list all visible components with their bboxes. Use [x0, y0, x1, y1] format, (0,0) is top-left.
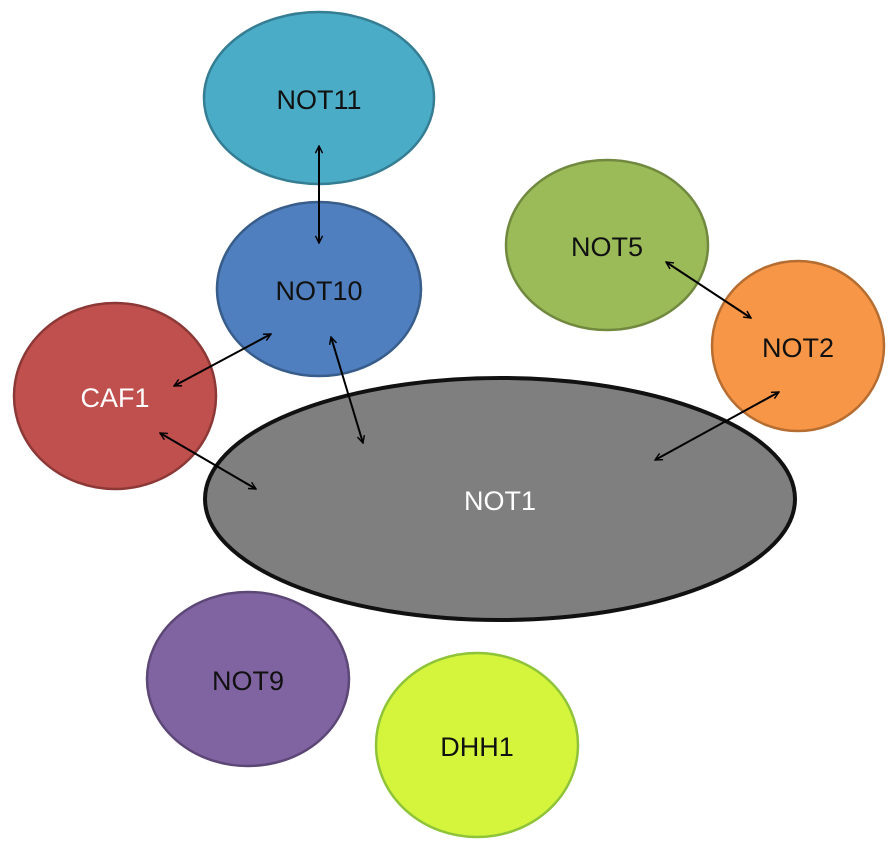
node-dhh1: DHH1 — [374, 651, 580, 839]
node-dhh1-shape — [374, 651, 580, 839]
node-not5: NOT5 — [504, 158, 710, 332]
node-caf1: CAF1 — [12, 301, 218, 491]
node-not9-label: NOT9 — [212, 666, 284, 696]
edges — [160, 146, 779, 490]
node-caf1-label: CAF1 — [80, 383, 149, 413]
node-not10-label: NOT10 — [275, 276, 362, 306]
node-not1: NOT1 — [203, 376, 797, 622]
node-not2-label: NOT2 — [762, 333, 834, 363]
node-not2-shape — [710, 259, 886, 433]
arrow-caf1-not1 — [160, 432, 256, 490]
node-not9: NOT9 — [145, 590, 351, 768]
node-not2: NOT2 — [710, 259, 886, 433]
node-not9-shape — [145, 590, 351, 768]
arrow-not10-not1 — [331, 337, 363, 443]
node-not11-label: NOT11 — [276, 85, 361, 115]
node-dhh1-label: DHH1 — [440, 732, 514, 762]
arrow-not5-not2 — [666, 262, 751, 318]
node-not11: NOT11 — [202, 10, 436, 186]
node-not1-label: NOT1 — [464, 486, 536, 516]
arrow-not2-not1 — [655, 391, 779, 461]
node-not5-shape — [504, 158, 710, 332]
arrow-not10-caf1 — [174, 333, 271, 387]
node-not5-label: NOT5 — [571, 232, 643, 262]
